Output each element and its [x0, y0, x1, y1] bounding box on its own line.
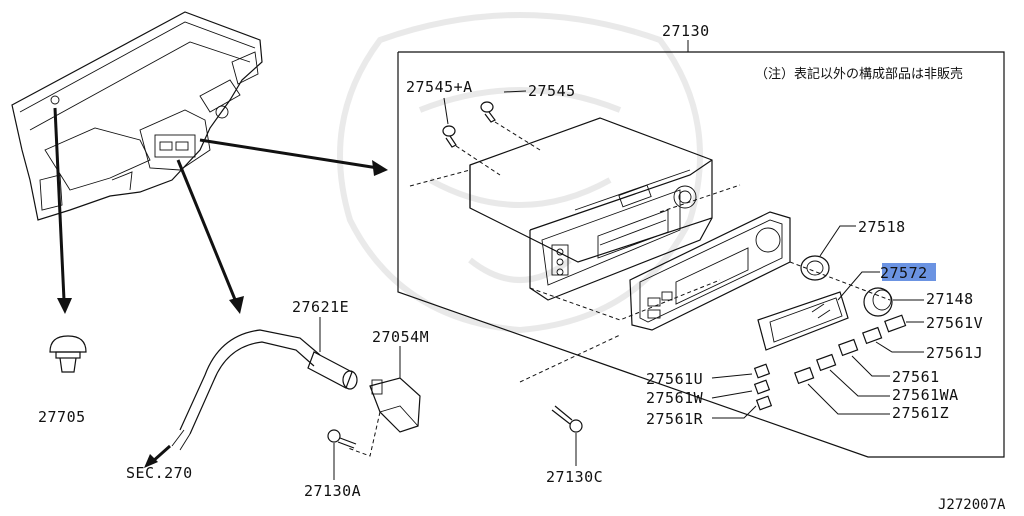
aspirator-hose-icon — [171, 329, 358, 451]
section-arrow — [144, 444, 171, 468]
label-27130: 27130 — [662, 22, 710, 40]
front-bezel-icon — [629, 184, 891, 331]
label-27572: 27572 — [880, 264, 928, 282]
label-27561U: 27561U — [646, 370, 703, 388]
label-27561: 27561 — [892, 368, 940, 386]
assembly-frame — [397, 51, 1005, 458]
clip-icon — [49, 335, 87, 373]
label-27621E: 27621E — [292, 298, 349, 316]
screw-icon — [480, 101, 496, 123]
screw-icon — [551, 405, 583, 433]
note-text: （注）表記以外の構成部品は非販売 — [755, 66, 963, 82]
watermark-icon — [337, 12, 703, 334]
screw-icon — [327, 429, 357, 449]
label-27705: 27705 — [38, 408, 86, 426]
arrow-to-hose — [176, 159, 244, 314]
heater-control-unit-icon — [469, 117, 721, 321]
sensor-icon — [347, 377, 421, 457]
label-27545A: 27545+A — [406, 78, 473, 96]
small-button-icon — [753, 363, 773, 411]
label-27130C: 27130C — [546, 468, 603, 486]
arrow-to-unit — [199, 138, 388, 176]
label-27545: 27545 — [528, 82, 576, 100]
button-icon — [794, 314, 907, 385]
knob-icon — [800, 255, 830, 281]
section-ref: SEC.270 — [126, 464, 193, 482]
label-27561WA: 27561WA — [892, 386, 959, 404]
dashboard-illustration-icon — [11, 11, 263, 221]
drawing-ref: J272007A — [938, 497, 1006, 511]
knob-icon — [863, 287, 893, 317]
label-27130A: 27130A — [304, 482, 361, 500]
label-27148: 27148 — [926, 290, 974, 308]
label-27561W: 27561W — [646, 389, 704, 407]
display-lens-icon — [757, 291, 849, 351]
label-27561V: 27561V — [926, 314, 983, 332]
screw-icon — [442, 125, 457, 148]
label-27054M: 27054M — [372, 328, 429, 346]
label-27561Z: 27561Z — [892, 404, 949, 422]
label-27561J: 27561J — [926, 344, 983, 362]
label-27518: 27518 — [858, 218, 906, 236]
label-27561R: 27561R — [646, 410, 704, 428]
highlight-box — [882, 263, 936, 281]
arrow-to-clip — [53, 107, 72, 314]
